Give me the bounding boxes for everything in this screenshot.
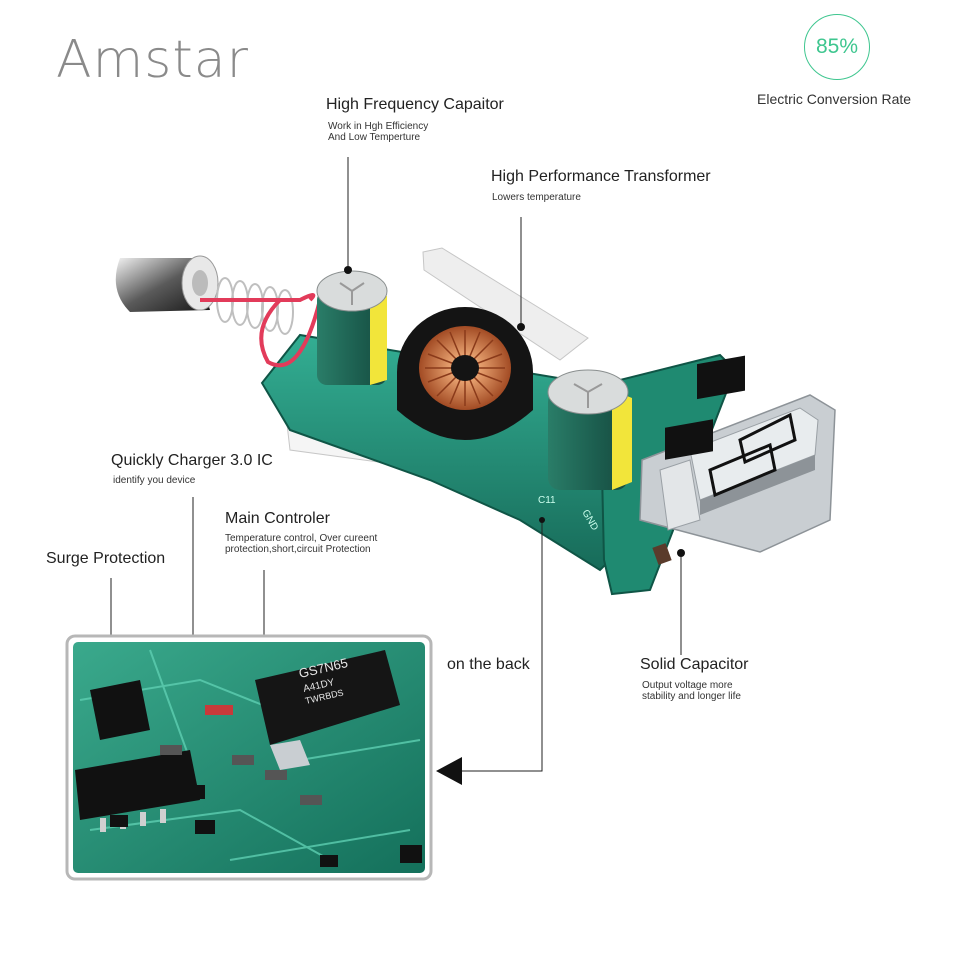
conversion-rate-value: 85% [815,35,859,58]
main-controller-desc-1: Temperature control, Over cureent [225,533,378,544]
qc-ic-title: Quickly Charger 3.0 IC [111,452,273,469]
main-controller-desc-2: protection,short,circuit Protection [225,544,371,555]
conversion-rate-label: Electric Conversion Rate [757,91,912,107]
capacitor-desc-2: And Low Temperture [328,132,421,143]
spring-coil [216,277,294,335]
spring-wire-loop [259,298,322,368]
transformer [397,307,533,440]
surge-protection-title: Surge Protection [46,550,166,567]
capacitor-title: High Frequency Capaitor [326,96,504,113]
on-the-back-label: on the back [447,656,530,673]
conversion-rate-badge: 85% [804,14,870,80]
c11-marking: C11 [538,495,556,506]
qc-ic-desc: identify you device [113,475,196,486]
spring-wire [200,293,316,302]
brand-logo: Amstar [56,30,249,90]
output-capacitor [547,369,632,490]
high-frequency-capacitor [316,270,388,385]
main-controller-title: Main Controler [225,510,330,527]
solid-capacitor-desc-1: Output voltage more [642,680,733,691]
transformer-title: High Performance Transformer [491,168,711,185]
transformer-desc: Lowers temperature [492,192,581,203]
capacitor-desc-1: Work in Hgh Efficiency [328,121,429,132]
back-arrow-icon [436,757,462,785]
usb-port [639,355,836,565]
back-pcb-zoom: GS7N65 A41DY TWRBDS [65,634,433,881]
solid-capacitor-desc-2: stability and longer life [642,691,741,702]
tip-contact [115,255,219,312]
solid-capacitor-title: Solid Capacitor [640,656,749,673]
